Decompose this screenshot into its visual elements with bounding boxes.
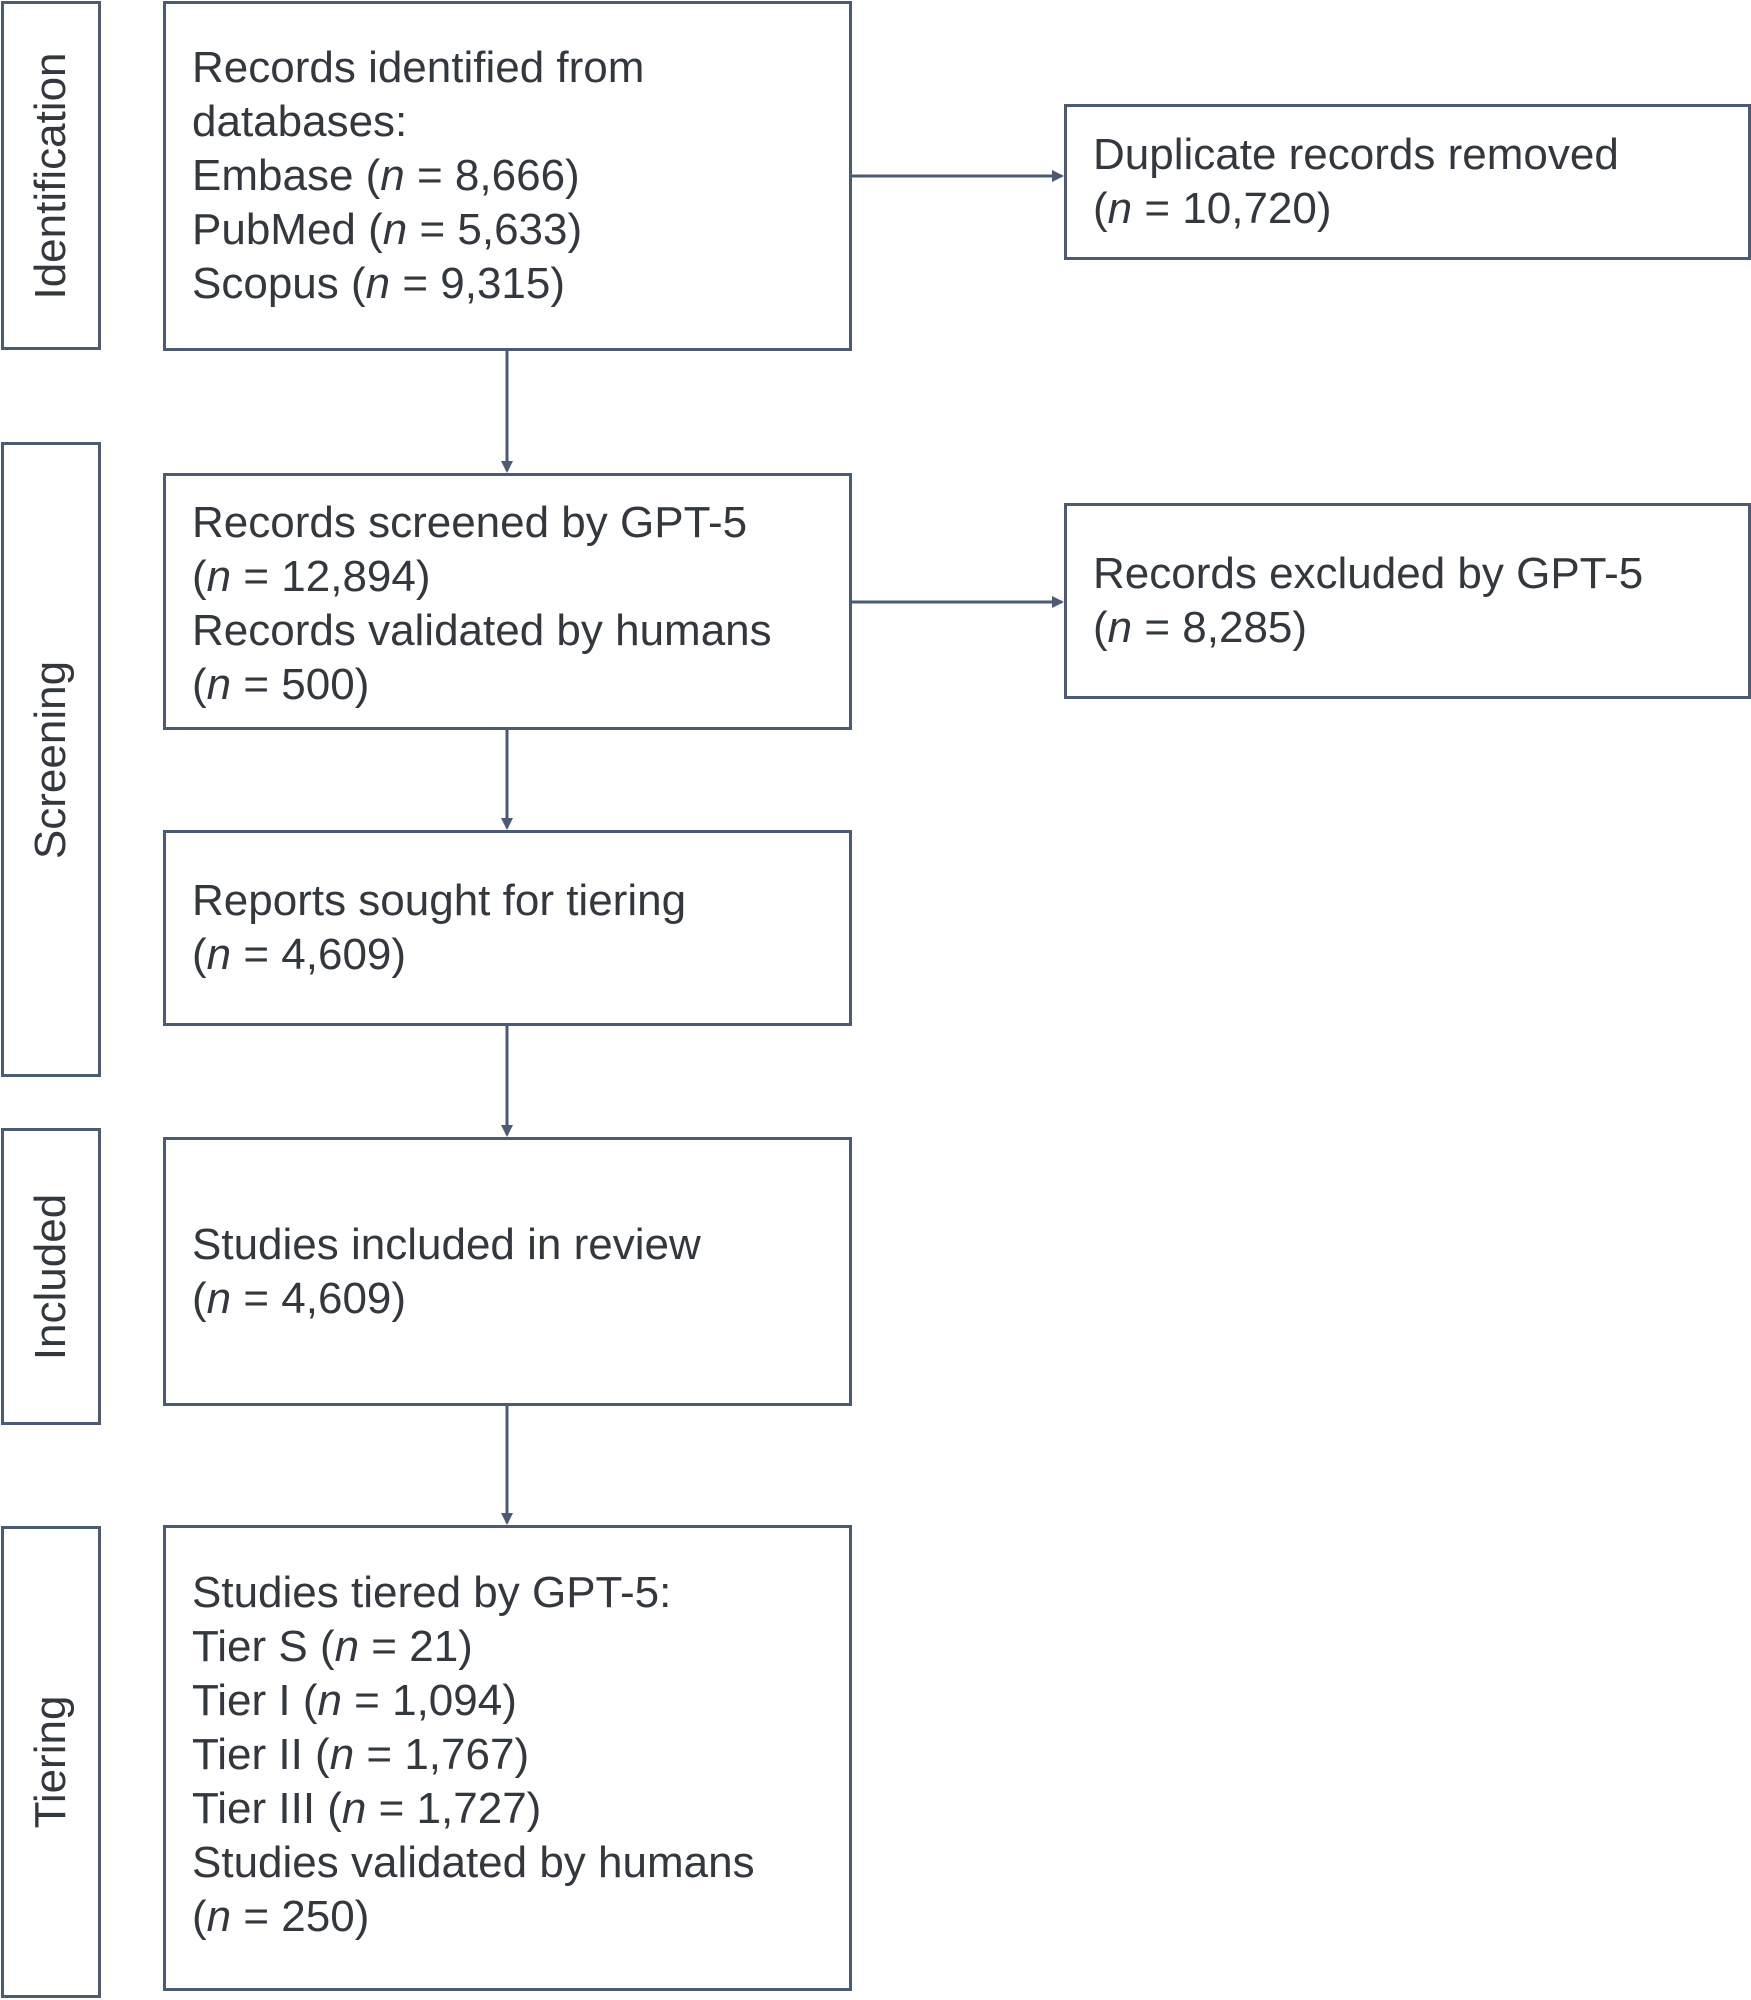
included-line-2-count: = 4,609): [231, 1273, 407, 1323]
sought-line-1: Reports sought for tiering: [192, 874, 823, 928]
identified-line-3-count: = 8,666): [404, 151, 580, 200]
tiered-line-3-count: = 1,094): [341, 1676, 517, 1725]
duplicates-line-1: Duplicate records removed: [1093, 128, 1722, 182]
tiered-line-1: Studies tiered by GPT-5:: [192, 1566, 823, 1620]
tiered-line-4-n-symbol: n: [329, 1730, 355, 1779]
identified-line-4: PubMed (n = 5,633): [192, 203, 823, 257]
included-line-2-n-symbol: n: [206, 1273, 232, 1323]
stage-label-included-text: Included: [26, 1193, 75, 1360]
sought-line-2-n-symbol: n: [206, 930, 232, 979]
duplicates-line-2: (n = 10,720): [1093, 182, 1722, 236]
box-records-screened: Records screened by GPT-5(n = 12,894)Rec…: [163, 473, 852, 730]
screened-line-1-text: Records screened by GPT-5: [192, 498, 748, 547]
identified-line-3-n-symbol: n: [380, 151, 405, 200]
tiered-line-3-text: Tier I (: [192, 1676, 318, 1725]
tiered-line-2: Tier S (n = 21): [192, 1620, 823, 1674]
tiered-line-4: Tier II (n = 1,767): [192, 1728, 823, 1782]
excluded-line-1: Records excluded by GPT-5: [1093, 547, 1722, 601]
included-line-1-text: Studies included in review: [192, 1219, 701, 1269]
tiered-line-5: Tier III (n = 1,727): [192, 1782, 823, 1836]
tiered-line-3-n-symbol: n: [317, 1676, 342, 1725]
screened-line-4: (n = 500): [192, 658, 823, 712]
screened-line-2-count: = 12,894): [231, 552, 431, 601]
box-studies-tiered: Studies tiered by GPT-5:Tier S (n = 21)T…: [163, 1525, 852, 1991]
identified-line-3-text: Embase (: [192, 151, 381, 200]
tiered-line-5-n-symbol: n: [341, 1784, 367, 1833]
duplicates-line-2-count: = 10,720): [1132, 184, 1332, 233]
stage-label-tiering-text: Tiering: [26, 1695, 75, 1829]
identified-line-5-n-symbol: n: [365, 259, 391, 308]
screened-line-2-n-symbol: n: [206, 552, 232, 601]
stage-label-included: Included: [1, 1128, 101, 1425]
screened-line-3: Records validated by humans: [192, 604, 823, 658]
sought-line-2-count: = 4,609): [231, 930, 407, 979]
included-line-2: (n = 4,609): [192, 1272, 823, 1326]
tiered-line-2-count: = 21): [359, 1622, 473, 1671]
tiered-line-2-n-symbol: n: [334, 1622, 360, 1671]
excluded-line-2-text: (: [1093, 603, 1108, 652]
tiered-line-7-count: = 250): [231, 1892, 370, 1941]
tiered-line-6-text: Studies validated by humans: [192, 1838, 755, 1887]
identified-line-2-text: databases:: [192, 97, 408, 146]
screened-line-4-count: = 500): [231, 660, 370, 709]
identified-line-5-text: Scopus (: [192, 259, 366, 308]
identified-line-5: Scopus (n = 9,315): [192, 257, 823, 311]
screened-line-2-text: (: [192, 552, 207, 601]
tiered-line-2-text: Tier S (: [192, 1622, 335, 1671]
identified-line-4-n-symbol: n: [382, 205, 408, 254]
tiered-line-3: Tier I (n = 1,094): [192, 1674, 823, 1728]
box-reports-sought: Reports sought for tiering(n = 4,609): [163, 830, 852, 1026]
box-studies-included: Studies included in review(n = 4,609): [163, 1137, 852, 1406]
sought-line-1-text: Reports sought for tiering: [192, 876, 687, 925]
screened-line-4-text: (: [192, 660, 207, 709]
sought-line-2: (n = 4,609): [192, 928, 823, 982]
tiered-line-4-text: Tier II (: [192, 1730, 330, 1779]
excluded-line-2-count: = 8,285): [1132, 603, 1308, 652]
identified-line-1-text: Records identified from: [192, 43, 645, 92]
tiered-line-4-count: = 1,767): [354, 1730, 530, 1779]
identified-line-2: databases:: [192, 95, 823, 149]
tiered-line-7: (n = 250): [192, 1890, 823, 1944]
identified-line-5-count: = 9,315): [390, 259, 566, 308]
excluded-line-1-text: Records excluded by GPT-5: [1093, 549, 1644, 598]
screened-line-1: Records screened by GPT-5: [192, 496, 823, 550]
tiered-line-6: Studies validated by humans: [192, 1836, 823, 1890]
stage-label-identification-text: Identification: [26, 51, 75, 300]
identified-line-3: Embase (n = 8,666): [192, 149, 823, 203]
tiered-line-5-count: = 1,727): [366, 1784, 542, 1833]
tiered-line-7-n-symbol: n: [206, 1892, 232, 1941]
tiered-line-7-text: (: [192, 1892, 207, 1941]
duplicates-line-1-text: Duplicate records removed: [1093, 130, 1619, 179]
stage-label-screening-text: Screening: [26, 660, 75, 859]
excluded-line-2-n-symbol: n: [1107, 603, 1133, 652]
included-line-2-text: (: [192, 1273, 207, 1323]
screened-line-2: (n = 12,894): [192, 550, 823, 604]
excluded-line-2: (n = 8,285): [1093, 601, 1722, 655]
tiered-line-5-text: Tier III (: [192, 1784, 342, 1833]
stage-label-identification: Identification: [1, 1, 101, 350]
identified-line-4-text: PubMed (: [192, 205, 383, 254]
stage-label-screening: Screening: [1, 442, 101, 1077]
duplicates-line-2-n-symbol: n: [1107, 184, 1133, 233]
box-records-excluded: Records excluded by GPT-5(n = 8,285): [1064, 503, 1751, 699]
duplicates-line-2-text: (: [1093, 184, 1108, 233]
box-duplicates-removed: Duplicate records removed(n = 10,720): [1064, 104, 1751, 260]
identified-line-1: Records identified from: [192, 41, 823, 95]
tiered-line-1-text: Studies tiered by GPT-5:: [192, 1568, 672, 1617]
identified-line-4-count: = 5,633): [407, 205, 583, 254]
stage-label-tiering: Tiering: [1, 1526, 101, 1998]
sought-line-2-text: (: [192, 930, 207, 979]
screened-line-3-text: Records validated by humans: [192, 606, 772, 655]
included-line-1: Studies included in review: [192, 1218, 823, 1272]
screened-line-4-n-symbol: n: [206, 660, 232, 709]
